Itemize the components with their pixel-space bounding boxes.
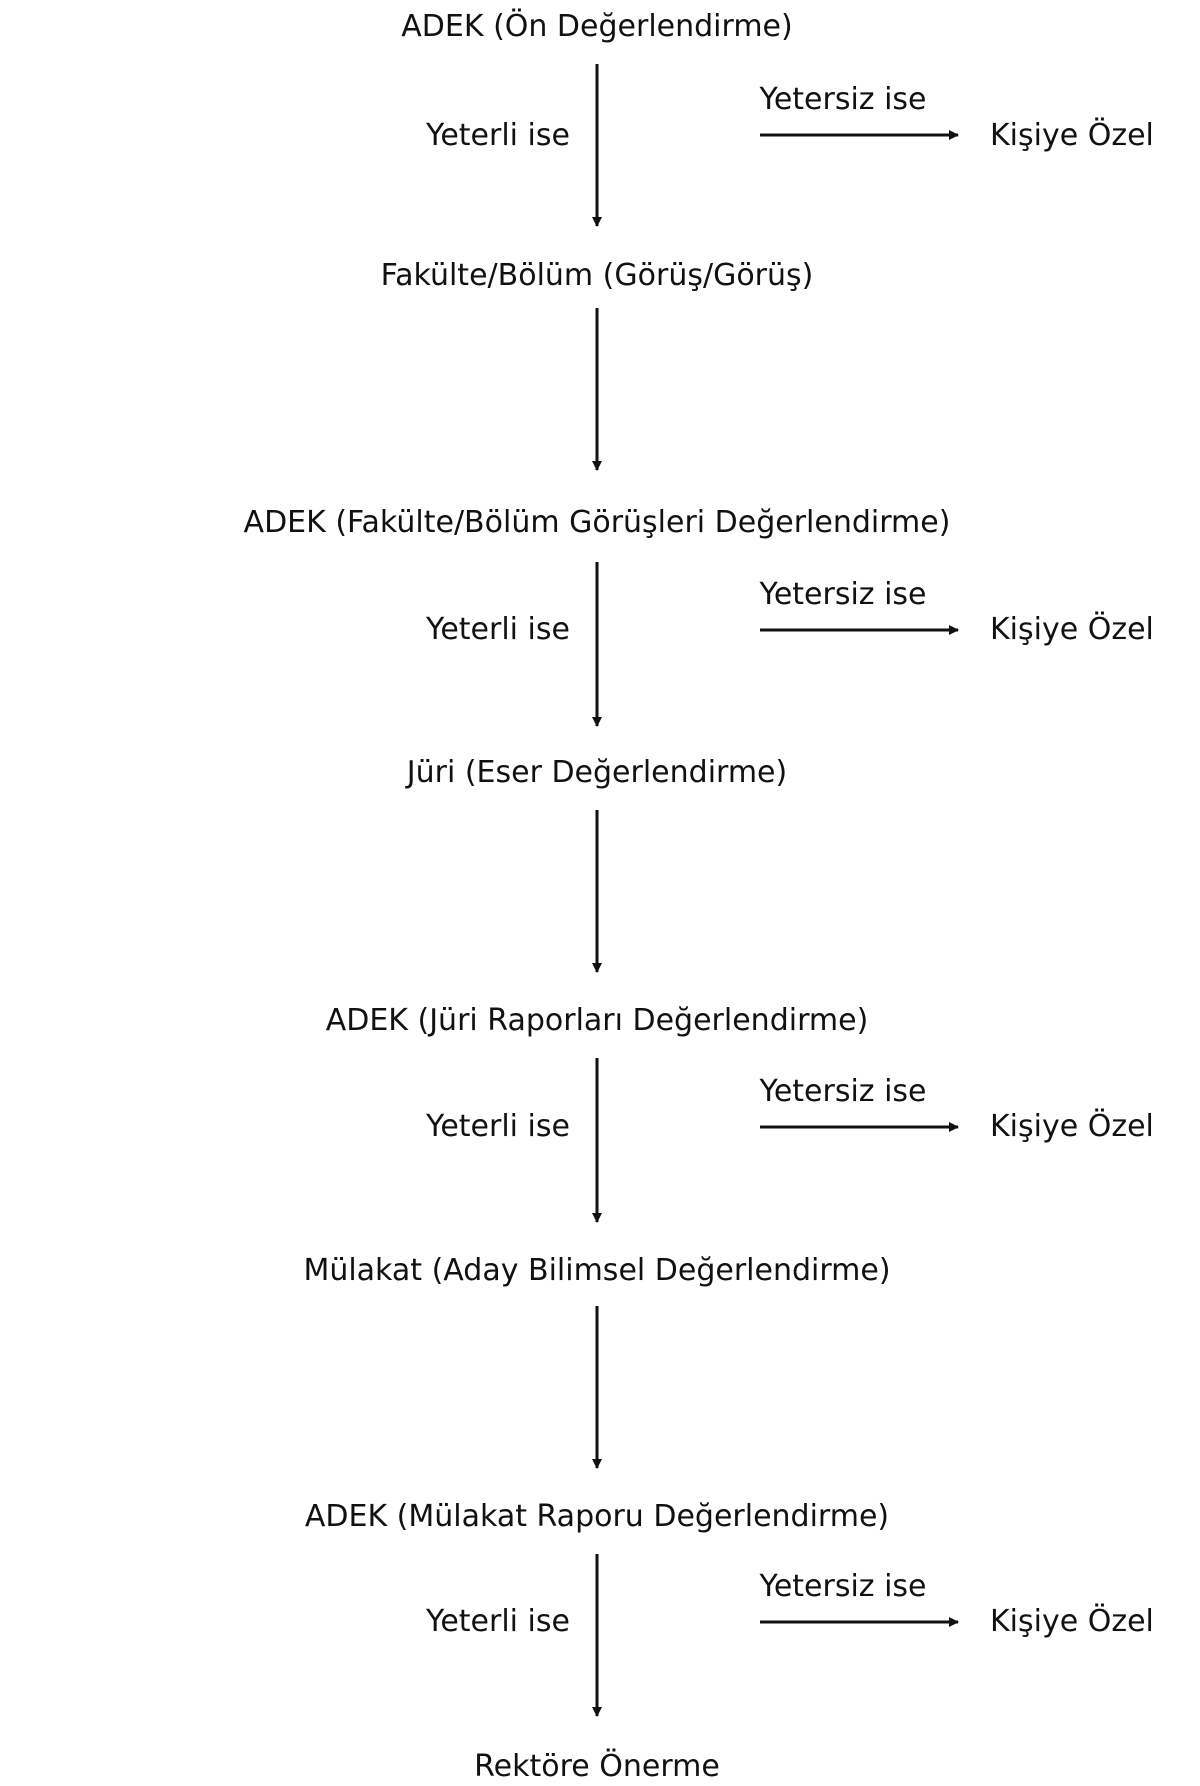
branch-2-yes-label: Yeterli ise bbox=[425, 612, 570, 647]
step-7-mulakat-raporu-degerlendirme: ADEK (Mülakat Raporu Değerlendirme) bbox=[305, 1499, 889, 1534]
step-4-juri-eser-degerlendirme: Jüri (Eser Değerlendirme) bbox=[405, 755, 787, 790]
step-8-rektore-onerme: Rektöre Önerme bbox=[474, 1748, 720, 1784]
branch-4-no-label: Yetersiz ise bbox=[758, 1569, 926, 1604]
branch-3-outcome: Kişiye Özel bbox=[990, 1108, 1154, 1144]
branch-2-no-label: Yetersiz ise bbox=[758, 577, 926, 612]
branch-1-outcome: Kişiye Özel bbox=[990, 117, 1154, 153]
branch-1-no-label: Yetersiz ise bbox=[758, 82, 926, 117]
step-2-fakulte-bolum-gorus: Fakülte/Bölüm (Görüş/Görüş) bbox=[381, 258, 814, 293]
step-1-on-degerlendirme: ADEK (Ön Değerlendirme) bbox=[401, 8, 792, 44]
branch-1-yes-label: Yeterli ise bbox=[425, 118, 570, 153]
step-5-juri-raporlari-degerlendirme: ADEK (Jüri Raporları Değerlendirme) bbox=[326, 1003, 869, 1038]
step-3-fakulte-bolum-gorusleri-degerlendirme: ADEK (Fakülte/Bölüm Görüşleri Değerlendi… bbox=[244, 505, 951, 540]
branch-2-outcome: Kişiye Özel bbox=[990, 611, 1154, 647]
branch-3-yes-label: Yeterli ise bbox=[425, 1109, 570, 1144]
step-6-mulakat: Mülakat (Aday Bilimsel Değerlendirme) bbox=[303, 1253, 890, 1288]
branch-4-outcome: Kişiye Özel bbox=[990, 1603, 1154, 1639]
branch-3-no-label: Yetersiz ise bbox=[758, 1074, 926, 1109]
branch-4-yes-label: Yeterli ise bbox=[425, 1604, 570, 1639]
